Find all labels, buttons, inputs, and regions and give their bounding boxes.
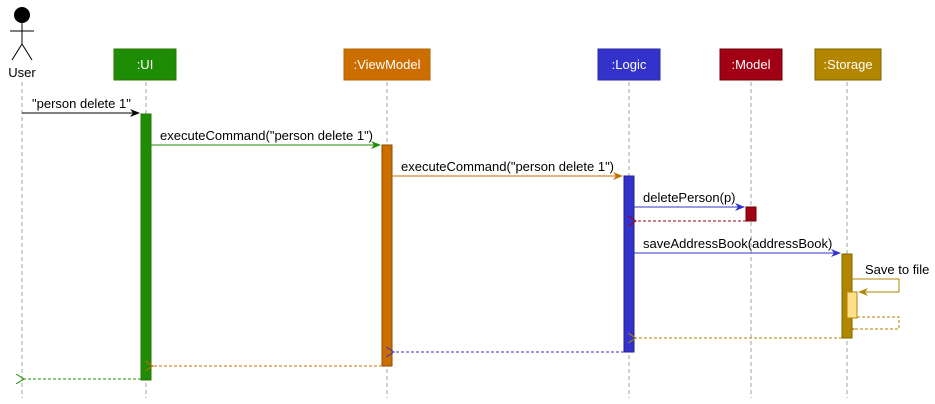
participant-storage: :Storage: [814, 48, 882, 81]
message-label: Save to file: [865, 262, 929, 277]
message-1: "person delete 1": [22, 96, 140, 117]
activation-viewmodel: [381, 144, 393, 367]
participant-box: [719, 48, 783, 81]
activation-storage-self: [846, 291, 858, 319]
participant-ui: :UI: [113, 48, 177, 81]
participant-label: :UI: [137, 57, 154, 72]
message-3: executeCommand("person delete 1"): [392, 159, 623, 180]
participant-box: [343, 48, 431, 81]
participant-viewmodel: :ViewModel: [343, 48, 431, 81]
participant-label: :Model: [731, 57, 770, 72]
message-label: executeCommand("person delete 1"): [401, 159, 614, 174]
participant-label: :ViewModel: [354, 57, 421, 72]
actor-head: [14, 7, 30, 23]
participant-label: :Logic: [612, 57, 647, 72]
participant-box: [113, 48, 177, 81]
activation-ui: [140, 113, 152, 381]
message-4: deletePerson(p): [634, 190, 745, 211]
message-2: executeCommand("person delete 1"): [151, 128, 381, 149]
participant-box: [814, 48, 882, 81]
actor-user: User: [8, 7, 36, 80]
participant-model: :Model: [719, 48, 783, 81]
message-label: saveAddressBook(addressBook): [643, 236, 832, 251]
activation-bars: [140, 113, 858, 381]
message-7-self: Save to file: [852, 262, 929, 296]
message-label: "person delete 1": [32, 96, 131, 111]
activation-model: [745, 206, 757, 222]
participant-box: [597, 48, 661, 81]
message-8-self-return: [854, 316, 900, 329]
actor-label: User: [8, 65, 36, 80]
participant-label: :Storage: [823, 57, 872, 72]
message-6: saveAddressBook(addressBook): [634, 236, 841, 257]
activation-logic: [623, 175, 635, 353]
participant-logic: :Logic: [597, 48, 661, 81]
message-label: executeCommand("person delete 1"): [160, 128, 373, 143]
message-label: deletePerson(p): [643, 190, 736, 205]
